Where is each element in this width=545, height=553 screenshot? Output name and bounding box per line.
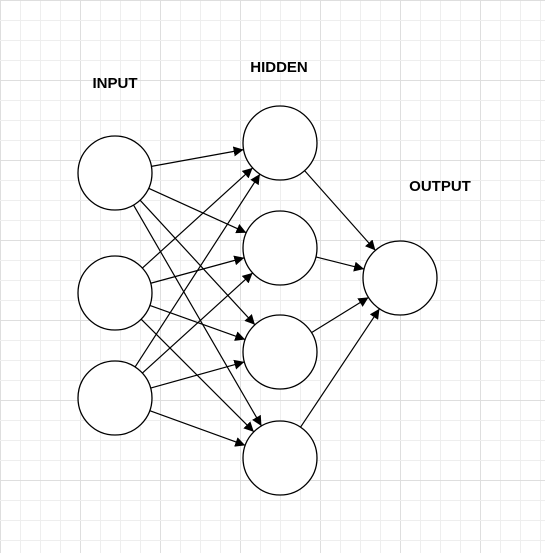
input-node-i2 <box>77 255 153 331</box>
edge-i3-h3 <box>150 359 245 389</box>
connection-edges <box>133 146 380 447</box>
input-node-i1 <box>77 135 153 211</box>
hidden-node-h4 <box>242 420 318 496</box>
edge-i3-h4 <box>149 410 246 447</box>
edge-h3-o1 <box>311 296 369 334</box>
output-node-o1 <box>362 240 438 316</box>
edge-h1-o1 <box>304 170 376 251</box>
edge-h2-o1 <box>315 256 365 272</box>
input-node-i3 <box>77 360 153 436</box>
edge-i1-h4 <box>133 204 262 427</box>
edge-i1-h2 <box>148 187 247 234</box>
edge-i3-h2 <box>141 272 254 374</box>
hidden-node-h2 <box>242 210 318 286</box>
hidden-layer-label: HIDDEN <box>250 59 308 76</box>
output-layer-label: OUTPUT <box>409 178 471 195</box>
hidden-node-h1 <box>242 105 318 181</box>
input-layer-label: INPUT <box>93 75 138 92</box>
edge-i1-h3 <box>139 199 256 326</box>
hidden-node-h3 <box>242 314 318 390</box>
edge-i3-h1 <box>134 173 261 368</box>
edge-h4-o1 <box>300 308 380 428</box>
edge-i2-h1 <box>141 167 254 269</box>
edge-i1-h1 <box>151 146 244 167</box>
neuron-nodes <box>77 105 438 496</box>
